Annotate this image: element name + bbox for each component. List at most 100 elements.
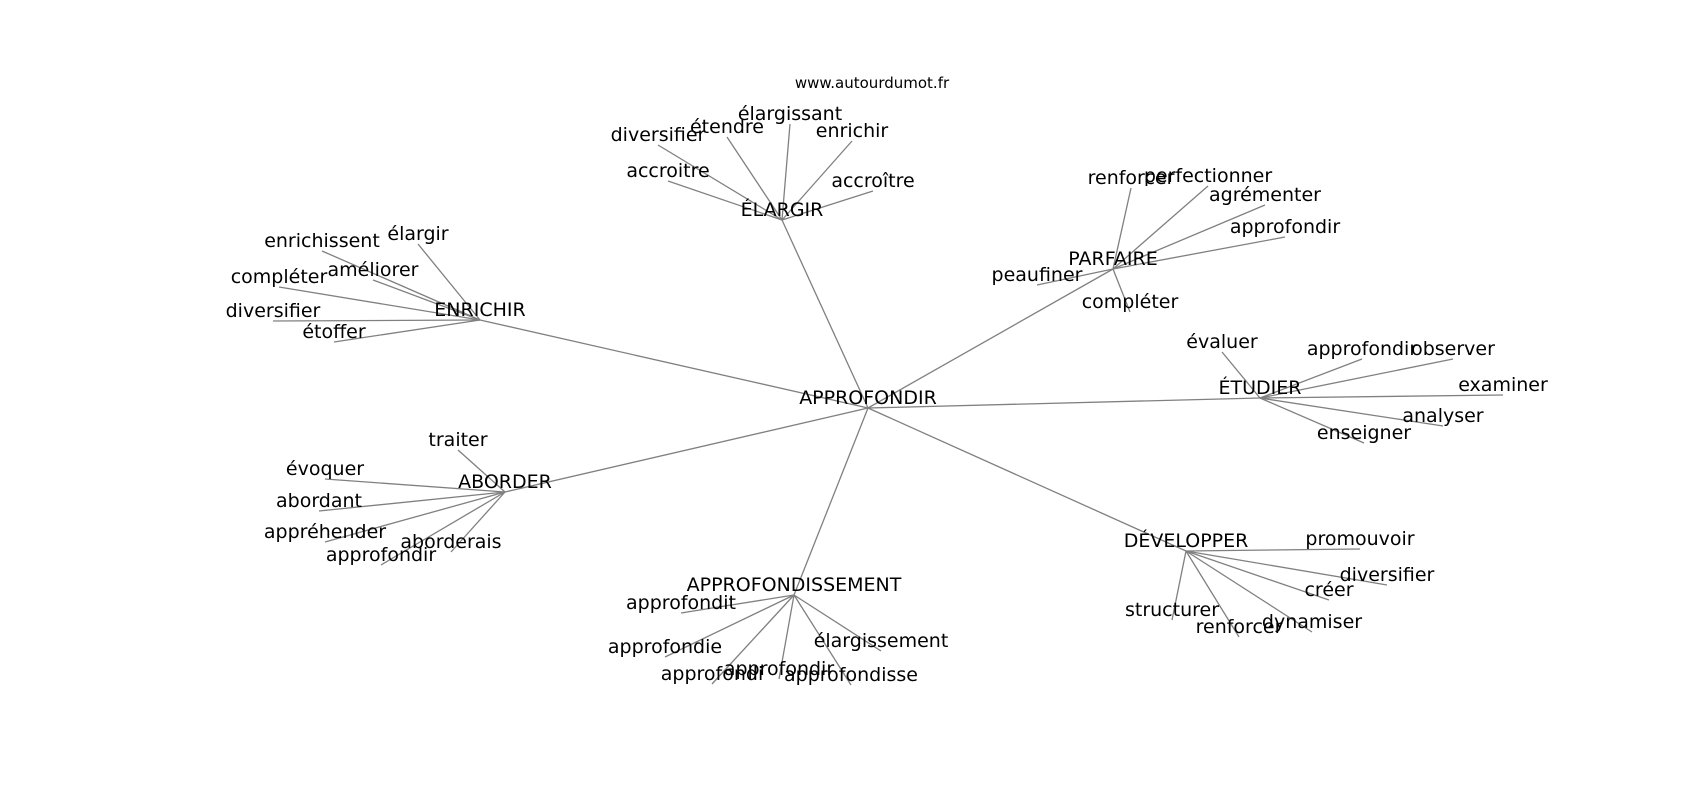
leaf-word-node[interactable]: améliorer (328, 259, 419, 281)
leaf-word-node[interactable]: structurer (1125, 599, 1219, 621)
group-word-node[interactable]: PARFAIRE (1068, 248, 1157, 270)
leaf-word-node[interactable]: approfondie (608, 636, 722, 658)
edge-g2-to-g2a (1112, 187, 1132, 270)
leaf-word-node[interactable]: élargissant (738, 103, 842, 125)
edge-g6-to-g6b (1185, 550, 1388, 586)
leaf-word-node[interactable]: approfondit (626, 592, 736, 614)
leaf-word-node[interactable]: approfondisse (784, 664, 918, 686)
edge-g7-to-g7c (793, 594, 882, 652)
leaf-word-node[interactable]: accroître (831, 170, 914, 192)
leaf-word-node[interactable]: approfondir (1307, 338, 1417, 360)
leaf-word-node[interactable]: observer (1411, 338, 1495, 360)
edge-g3-to-g3d (372, 279, 481, 321)
edge-g2-to-g2b (1112, 185, 1209, 270)
edge-g6-to-g6e (1185, 550, 1313, 633)
group-word-node[interactable]: ÉTUDIER (1219, 376, 1302, 399)
edge-g6-to-g6f (1185, 550, 1240, 638)
edge-center-to-g7 (793, 407, 869, 596)
group-word-node[interactable]: ÉLARGIR (741, 198, 824, 221)
leaf-word-node[interactable]: renforcer (1196, 616, 1283, 638)
leaf-word-node[interactable]: promouvoir (1305, 528, 1414, 550)
edge-g3-to-g3e (272, 319, 481, 322)
leaf-word-node[interactable]: abordant (276, 490, 362, 512)
edge-g2-to-g2e (1036, 268, 1114, 286)
leaf-word-node[interactable]: compléter (231, 266, 328, 288)
leaf-word-node[interactable]: enrichissent (264, 230, 380, 252)
leaf-word-node[interactable]: évoquer (286, 458, 364, 480)
edge-g6-to-g6c (1185, 550, 1330, 601)
edge-g1-to-g1e (667, 180, 783, 221)
edge-g4-to-g4a (1221, 351, 1261, 399)
leaf-word-node[interactable]: enrichir (816, 120, 889, 142)
edge-g5-to-g5d (324, 491, 506, 543)
leaf-word-node[interactable]: traiter (428, 429, 487, 451)
edge-g4-to-g4c (1259, 358, 1454, 399)
edge-g2-to-g2d (1112, 236, 1286, 270)
edge-center-to-g4 (867, 397, 1261, 409)
edge-g5-to-g5b (324, 478, 506, 493)
leaf-word-node[interactable]: dynamiser (1262, 611, 1362, 633)
leaf-word-node[interactable]: diversifier (226, 300, 321, 322)
edge-g7-to-g7a (680, 594, 795, 614)
leaf-word-node[interactable]: approfondir (1230, 216, 1340, 238)
edge-g7-to-g7d (778, 594, 795, 680)
center-word-node[interactable]: APPROFONDIR (799, 387, 937, 409)
leaf-word-node[interactable]: étendre (690, 116, 764, 138)
edge-g5-to-g5f (380, 491, 506, 566)
leaf-word-node[interactable]: étoffer (302, 321, 366, 343)
group-word-node[interactable]: DÉVELOPPER (1124, 529, 1249, 552)
leaf-word-node[interactable]: évaluer (1186, 331, 1258, 353)
group-word-node[interactable]: APPROFONDISSEMENT (687, 574, 902, 596)
leaf-word-node[interactable]: approfondi (661, 663, 763, 685)
leaf-word-node[interactable]: élargir (387, 223, 448, 245)
edge-g1-to-g1b (726, 136, 783, 221)
edge-g6-to-g6a (1185, 548, 1361, 552)
edge-g2-to-g2c (1112, 204, 1266, 270)
group-word-node[interactable]: ENRICHIR (434, 299, 525, 321)
leaf-word-node[interactable]: approfondir (326, 544, 436, 566)
edge-g3-to-g3f (333, 319, 481, 343)
leaf-word-node[interactable]: enseigner (1317, 422, 1411, 444)
leaf-word-node[interactable]: créer (1304, 579, 1353, 601)
leaf-word-node[interactable]: agrémenter (1209, 184, 1321, 206)
leaf-word-node[interactable]: accroitre (626, 160, 709, 182)
edge-g7-to-g7e (711, 594, 795, 685)
edge-g4-to-g4f (1259, 397, 1365, 444)
edge-center-to-g2 (867, 268, 1114, 409)
edge-g3-to-g3a (321, 250, 481, 321)
edge-center-to-g1 (781, 219, 869, 409)
edge-g7-to-g7b (664, 594, 795, 658)
leaf-word-node[interactable]: diversifier (1340, 564, 1435, 586)
edge-g1-to-g1a (657, 144, 783, 221)
edge-g4-to-g4d (1259, 394, 1504, 399)
edge-g4-to-g4e (1259, 397, 1444, 427)
edge-g3-to-g3b (417, 243, 481, 321)
edge-center-to-g6 (867, 407, 1187, 552)
leaf-word-node[interactable]: diversifier (611, 124, 706, 146)
edge-g3-to-g3c (278, 286, 481, 321)
leaf-word-node[interactable]: approfondir (724, 658, 834, 680)
leaf-word-node[interactable]: compléter (1082, 291, 1179, 313)
edge-g5-to-g5c (318, 491, 506, 512)
graph-edges (272, 123, 1504, 686)
group-word-node[interactable]: ABORDER (458, 471, 552, 493)
leaf-word-node[interactable]: renforcer (1088, 167, 1175, 189)
edge-g4-to-g4b (1259, 358, 1363, 399)
edge-g6-to-g6d (1171, 550, 1187, 621)
leaf-word-node[interactable]: examiner (1458, 374, 1548, 396)
leaf-word-node[interactable]: peaufiner (992, 264, 1083, 286)
edge-g1-to-g1c (781, 123, 791, 221)
edge-g5-to-g5e (450, 491, 506, 553)
leaf-word-node[interactable]: élargissement (814, 630, 949, 652)
leaf-word-node[interactable]: appréhender (264, 521, 386, 543)
edge-g1-to-g1d (781, 140, 853, 221)
edge-g2-to-g2f (1112, 268, 1131, 313)
leaf-word-node[interactable]: perfectionner (1144, 165, 1273, 187)
site-watermark: www.autourdumot.fr (795, 74, 950, 92)
edge-center-to-g3 (479, 319, 869, 409)
edge-g5-to-g5a (457, 449, 506, 493)
leaf-word-node[interactable]: analyser (1402, 405, 1483, 427)
leaf-word-node[interactable]: aborderais (400, 531, 501, 553)
edge-center-to-g5 (504, 407, 869, 493)
